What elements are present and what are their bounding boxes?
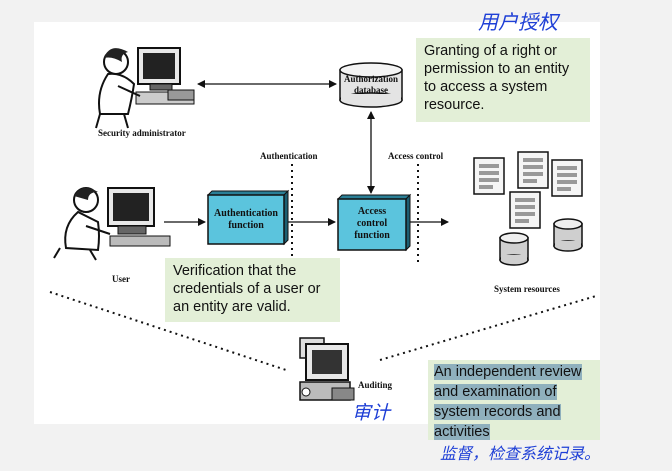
authorization-database-icon: [339, 62, 403, 108]
security-admin-workstation-icon: [95, 47, 195, 129]
auditing-right-line: [379, 295, 597, 361]
authentication-function-label: Authentication function: [208, 208, 284, 232]
access-control-label: Access control: [388, 151, 444, 161]
access-control-function-label: Access control function: [338, 206, 406, 242]
authorization-note: Granting of a right or permission to an …: [416, 38, 590, 122]
document-icons: [473, 151, 583, 229]
auditing-note-line3: system records and: [434, 404, 561, 420]
access-control-function-line3: function: [354, 230, 390, 241]
user-workstation-icon: [53, 187, 171, 261]
handwriting-top-right: 用户授权: [478, 10, 558, 34]
authentication-function-line2: function: [228, 220, 264, 231]
access-control-function-box: [336, 193, 412, 252]
auditing-note: An independent review and examination of…: [428, 360, 600, 440]
authorization-database-line2: database: [353, 85, 388, 95]
disk-icons: [499, 218, 583, 266]
security-administrator-label: Security administrator: [98, 128, 186, 138]
authentication-function-line1: Authentication: [214, 208, 278, 219]
authorization-database-line1: Authorization: [344, 74, 398, 84]
auditing-note-line4: activities: [434, 424, 490, 440]
authentication-note: Verification that the credentials of a u…: [165, 258, 340, 322]
handwriting-auditing: 审计: [352, 402, 391, 424]
handwriting-bottom: 监督，检查系统记录。: [440, 444, 601, 463]
auditing-machine-icon: [299, 337, 355, 401]
user-label: User: [112, 274, 130, 284]
authentication-function-box: [206, 189, 290, 246]
system-resources-label: System resources: [494, 284, 560, 294]
access-control-function-line2: control: [356, 218, 388, 229]
access-control-function-line1: Access: [357, 206, 387, 217]
authentication-label: Authentication: [260, 151, 318, 161]
auditing-note-line2: and examination of: [434, 384, 557, 400]
authorization-database-label: Authorization database: [340, 74, 402, 96]
auditing-label: Auditing: [358, 380, 393, 390]
auditing-note-line1: An independent review: [434, 364, 582, 380]
